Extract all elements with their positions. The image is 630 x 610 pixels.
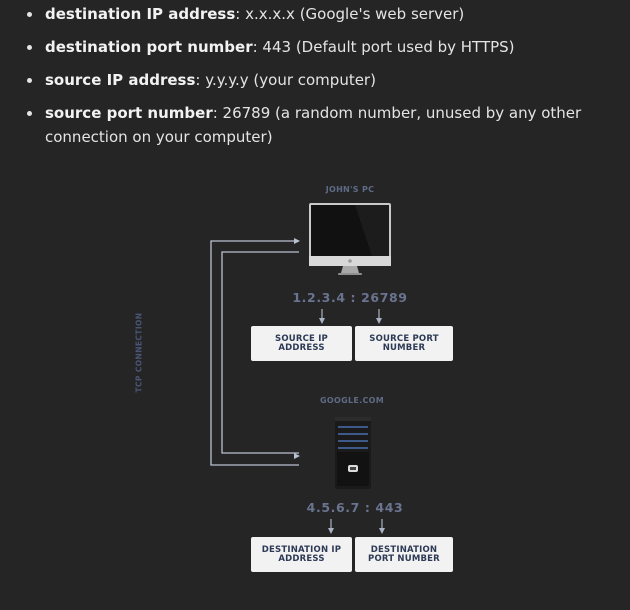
bullet-term: source IP address: [45, 71, 196, 89]
pc-address: 1.2.3.4 : 26789: [292, 290, 408, 305]
server-address: 4.5.6.7 : 443: [306, 500, 404, 515]
source-ip-box: SOURCE IP ADDRESS: [251, 326, 352, 361]
source-port-box: SOURCE PORT NUMBER: [355, 326, 453, 361]
destination-ip-box: DESTINATION IP ADDRESS: [251, 537, 352, 572]
down-arrow-icon: [328, 528, 334, 534]
bullet-dot: [27, 12, 32, 17]
outer-connector-line: [210, 240, 299, 466]
pc-label: JOHN'S PC: [325, 185, 375, 194]
bullet-destination-ip: destination IP address: x.x.x.x (Google'…: [0, 2, 470, 26]
destination-ip-box-label: DESTINATION IP ADDRESS: [261, 544, 342, 564]
server-down-arrows: [328, 519, 385, 534]
bullet-text: : x.x.x.x (Google's web server): [235, 5, 465, 23]
bullet-dot: [27, 111, 32, 116]
connection-lines: [210, 240, 299, 466]
tcp-connection-label: TCP CONNECTION: [134, 312, 144, 393]
bullet-term: destination IP address: [45, 5, 236, 23]
down-arrow-icon: [376, 318, 382, 324]
bullet-dot: [27, 45, 32, 50]
down-arrow-icon: [379, 528, 385, 534]
bullet-text: : 26789 (a random number, unused by any …: [45, 104, 582, 146]
down-arrow-icon: [319, 318, 325, 324]
computer-monitor-icon: [309, 203, 391, 275]
bullet-destination-port: destination port number: 443 (Default po…: [0, 35, 521, 59]
pc-down-arrows: [319, 309, 382, 324]
source-ip-box-label: SOURCE IP ADDRESS: [275, 333, 328, 353]
arrowhead-icon: [294, 453, 300, 459]
inner-connector-line: [221, 251, 299, 454]
server-tower-icon: [335, 417, 371, 489]
destination-port-box-label: DESTINATION PORT NUMBER: [368, 544, 440, 564]
bullet-text: : 443 (Default port used by HTTPS): [252, 38, 515, 56]
server-label: GOOGLE.COM: [320, 396, 384, 405]
connection-arrowheads: [294, 238, 300, 459]
bullet-dot: [27, 78, 32, 83]
source-port-box-label: SOURCE PORT NUMBER: [369, 333, 439, 353]
bullet-source-ip: source IP address: y.y.y.y (your compute…: [0, 68, 382, 92]
bullet-source-port: source port number: 26789 (a random numb…: [0, 101, 630, 149]
arrowhead-icon: [294, 238, 300, 244]
bullet-term: destination port number: [45, 38, 253, 56]
bullet-term: source port number: [45, 104, 213, 122]
destination-port-box: DESTINATION PORT NUMBER: [355, 537, 453, 572]
bullet-text: : y.y.y.y (your computer): [195, 71, 376, 89]
